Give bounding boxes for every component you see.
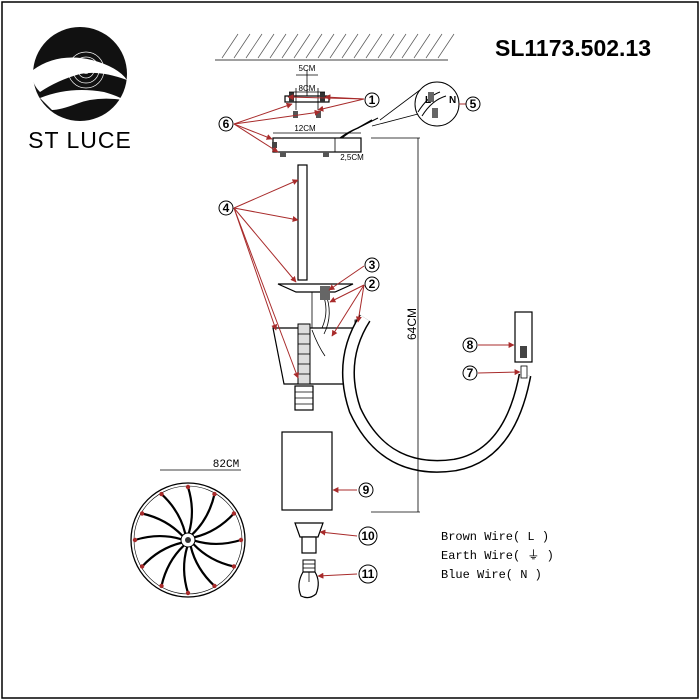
wire-legend: Brown Wire( L ) Earth Wire( ⏚ ) Blue Wir… bbox=[441, 530, 554, 582]
callout-7: 7 bbox=[462, 365, 478, 381]
callout-5-number: 5 bbox=[470, 97, 477, 111]
wheel-spoke bbox=[192, 543, 235, 568]
spoke-tip bbox=[212, 491, 217, 497]
ceiling-hatch-line bbox=[245, 33, 263, 59]
ceiling-hatch-line bbox=[365, 33, 383, 59]
arm-connector bbox=[514, 311, 533, 363]
spoke-tip bbox=[159, 491, 164, 497]
lamp-socket bbox=[294, 522, 324, 554]
callout-1-number: 1 bbox=[369, 93, 376, 107]
ceiling-hatch-line bbox=[401, 33, 419, 59]
dim-bracket-length: 8CM bbox=[299, 84, 316, 93]
callout-6: 6 bbox=[218, 116, 234, 132]
spoke-tip bbox=[231, 564, 237, 569]
callout-1: 1 bbox=[364, 92, 380, 108]
curved-arm bbox=[341, 311, 533, 473]
logo-swirl-icon bbox=[32, 27, 127, 121]
callout-10: 10 bbox=[358, 526, 378, 546]
wheel-spoke bbox=[141, 512, 184, 537]
spoke-tip bbox=[212, 583, 217, 589]
ceiling-hatch-line bbox=[413, 33, 431, 59]
wire-letter-neutral: N bbox=[449, 95, 456, 106]
wheel-spoke bbox=[189, 546, 216, 587]
candle-bulb bbox=[298, 559, 319, 599]
wheel-spoke bbox=[186, 486, 194, 534]
spoke-tip bbox=[132, 537, 138, 543]
callout-6-number: 6 bbox=[223, 117, 230, 131]
spoke-tip bbox=[185, 590, 191, 596]
ceiling-hatch-line bbox=[305, 33, 323, 59]
dim-canopy-diameter: 12CM bbox=[294, 124, 316, 133]
callout-4: 4 bbox=[218, 200, 234, 216]
spoke-tip bbox=[159, 583, 164, 589]
spoke-tip bbox=[238, 537, 244, 543]
ceiling-hatch-line bbox=[389, 33, 407, 59]
callout-9: 9 bbox=[358, 482, 374, 498]
ceiling-hatch-line bbox=[293, 33, 311, 59]
callout-11: 11 bbox=[358, 564, 378, 584]
ceiling-hatch-line bbox=[269, 33, 287, 59]
wheel-spoke bbox=[194, 512, 235, 539]
callout-4-number: 4 bbox=[223, 201, 230, 215]
brand-name: ST LUCE bbox=[28, 127, 132, 153]
ceiling-hatch-line bbox=[317, 33, 335, 59]
callout-7-number: 7 bbox=[467, 366, 474, 380]
ceiling bbox=[215, 33, 455, 61]
ceiling-hatch-line bbox=[353, 33, 371, 59]
dim-bracket-holes: 5CM bbox=[299, 64, 316, 73]
legend-brown-wire: Brown Wire( L ) bbox=[441, 530, 549, 544]
dim-line-total-height bbox=[371, 137, 420, 513]
ceiling-hatch-line bbox=[233, 33, 251, 59]
arm-screw bbox=[520, 365, 528, 379]
dim-total-height: 64CM bbox=[405, 308, 419, 340]
callout-10-number: 10 bbox=[361, 529, 375, 543]
wheel-spoke bbox=[134, 534, 182, 542]
canopy bbox=[272, 117, 379, 157]
ceiling-hatch-line bbox=[377, 33, 395, 59]
ceiling-hatch-line bbox=[221, 33, 239, 59]
callout-2-number: 2 bbox=[369, 277, 376, 291]
wheel-spoke bbox=[194, 538, 242, 546]
ceiling-hatch-line bbox=[257, 33, 275, 59]
dim-canopy-height: 2,5CM bbox=[340, 153, 364, 162]
legend-blue-wire: Blue Wire( N ) bbox=[441, 568, 542, 582]
legend-earth-wire: Earth Wire( ⏚ ) bbox=[441, 548, 554, 563]
callout-11-number: 11 bbox=[362, 567, 375, 581]
suspension-rod bbox=[297, 164, 308, 281]
dim-frame-diameter: 82CM bbox=[213, 459, 239, 471]
wheel-spoke bbox=[182, 546, 190, 594]
ceiling-hatch-line bbox=[341, 33, 359, 59]
glass-shade bbox=[281, 431, 333, 511]
mounting-bracket bbox=[284, 70, 330, 118]
callout-3-number: 3 bbox=[369, 258, 376, 272]
callout-5: 5 bbox=[465, 96, 481, 112]
ceiling-hatch-line bbox=[425, 33, 443, 59]
callout-9-number: 9 bbox=[363, 483, 370, 497]
callout-8-number: 8 bbox=[467, 338, 474, 352]
frame-top-view bbox=[130, 482, 246, 598]
spoke-tip bbox=[231, 511, 237, 516]
spoke-tip bbox=[185, 484, 191, 490]
wheel-spoke bbox=[160, 493, 187, 534]
wire-letter-live: L bbox=[425, 95, 431, 106]
model-number: SL1173.502.13 bbox=[495, 35, 651, 61]
callout-3: 3 bbox=[364, 257, 380, 273]
ceiling-hatch-line bbox=[437, 33, 455, 59]
wheel-spoke bbox=[191, 493, 216, 536]
brand-logo: ST LUCE bbox=[28, 27, 132, 153]
wiring-detail: L N bbox=[371, 81, 460, 127]
spoke-tip bbox=[139, 511, 145, 516]
wheel-spoke bbox=[141, 541, 182, 568]
callout-8: 8 bbox=[462, 337, 478, 353]
ceiling-hatch-line bbox=[281, 33, 299, 59]
wheel-spoke bbox=[160, 544, 185, 587]
ceiling-hatch-line bbox=[329, 33, 347, 59]
callout-2: 2 bbox=[364, 276, 380, 292]
leader-lines bbox=[233, 94, 521, 579]
spoke-tip bbox=[139, 564, 145, 569]
